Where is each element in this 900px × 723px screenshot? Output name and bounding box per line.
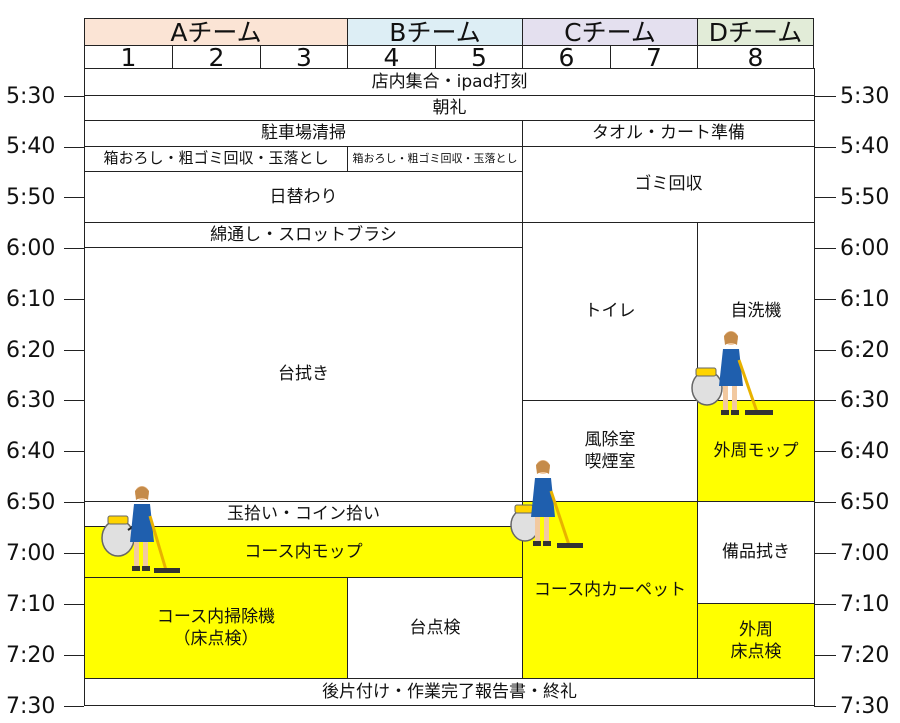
time-tick-left — [64, 451, 84, 452]
team-header-b: Bチーム — [347, 18, 523, 46]
time-tick-right — [814, 350, 836, 351]
task-towel-cart: タオル・カート準備 — [522, 120, 815, 147]
time-tick-right — [814, 553, 836, 554]
team-header-a: Aチーム — [84, 18, 348, 46]
time-tick-right — [814, 655, 836, 656]
time-label-right: 7:10 — [840, 592, 890, 617]
task-outer-mop: 外周モップ — [697, 400, 815, 502]
time-tick-right — [814, 96, 836, 97]
time-label-right: 7:00 — [840, 541, 890, 566]
time-tick-right — [814, 299, 836, 300]
time-tick-left — [64, 553, 84, 554]
task-table-wipe: 台拭き — [84, 247, 523, 502]
task-garbage: ゴミ回収 — [522, 146, 815, 223]
time-label-left: 5:30 — [6, 84, 56, 109]
time-label-right: 5:30 — [840, 84, 890, 109]
task-outer-floor-line2: 床点検 — [730, 642, 782, 662]
time-label-right: 5:40 — [840, 134, 890, 159]
time-tick-right — [814, 502, 836, 503]
task-course-cleaner-line2: （床点検） — [173, 629, 259, 649]
time-tick-left — [64, 604, 84, 605]
column-8: 8 — [697, 45, 814, 70]
team-c-label: Cチーム — [564, 17, 656, 47]
team-d-label: Dチーム — [708, 17, 803, 47]
team-header-d: Dチーム — [697, 18, 814, 46]
column-6: 6 — [522, 45, 611, 70]
time-tick-left — [64, 400, 84, 401]
task-wind-room-line1: 風除室 — [584, 429, 636, 450]
column-2: 2 — [172, 45, 261, 70]
time-tick-right — [814, 400, 836, 401]
time-label-left: 7:10 — [6, 592, 56, 617]
cleaner-illustration-icon — [101, 486, 180, 573]
task-toilet: トイレ — [522, 222, 698, 401]
task-table-check: 台点検 — [347, 577, 523, 679]
time-tick-right — [814, 248, 836, 249]
time-label-left: 6:40 — [6, 439, 56, 464]
task-self-wash: 自洗機 — [697, 222, 815, 401]
column-4: 4 — [347, 45, 436, 70]
time-label-right: 7:20 — [840, 643, 890, 668]
time-tick-right — [814, 706, 836, 707]
time-label-right: 5:50 — [840, 185, 890, 210]
task-cleanup: 後片付け・作業完了報告書・終礼 — [84, 678, 815, 706]
time-tick-right — [814, 604, 836, 605]
task-ball-coin: 玉拾い・コイン拾い — [84, 501, 523, 527]
task-wind-room-line2: 喫煙室 — [584, 452, 636, 472]
time-label-left: 7:30 — [6, 694, 56, 719]
time-label-left: 5:50 — [6, 185, 56, 210]
task-course-cleaner: コース内掃除機 （床点検） — [84, 577, 348, 679]
time-tick-left — [64, 350, 84, 351]
time-tick-left — [64, 299, 84, 300]
time-tick-left — [64, 655, 84, 656]
task-unboxing-left: 箱おろし・粗ゴミ回収・玉落とし — [84, 146, 348, 172]
time-label-left: 6:10 — [6, 287, 56, 312]
time-label-right: 6:10 — [840, 287, 890, 312]
time-label-left: 7:20 — [6, 643, 56, 668]
column-5: 5 — [435, 45, 523, 70]
task-course-cleaner-line1: コース内掃除機 — [156, 606, 276, 627]
task-morning-meeting: 朝礼 — [84, 95, 815, 121]
time-label-left: 6:50 — [6, 490, 56, 515]
time-label-right: 6:00 — [840, 236, 890, 261]
task-cotton-slot: 綿通し・スロットブラシ — [84, 222, 523, 248]
time-label-left: 6:20 — [6, 338, 56, 363]
time-tick-right — [814, 147, 836, 148]
cleaner-illustration-icon — [691, 331, 773, 415]
task-course-carpet: コース内カーペット — [522, 501, 698, 679]
column-3: 3 — [260, 45, 348, 70]
time-tick-left — [64, 197, 84, 198]
time-tick-right — [814, 197, 836, 198]
time-label-right: 6:50 — [840, 490, 890, 515]
time-tick-left — [64, 147, 84, 148]
team-b-label: Bチーム — [389, 17, 481, 47]
team-a-label: Aチーム — [170, 17, 262, 47]
task-outer-floor: 外周 床点検 — [697, 603, 815, 679]
time-label-left: 5:40 — [6, 134, 56, 159]
task-unboxing-right: 箱おろし・粗ゴミ回収・玉落とし — [347, 146, 523, 172]
time-tick-left — [64, 96, 84, 97]
cleaner-illustration-icon — [510, 460, 583, 548]
task-daily-change: 日替わり — [84, 171, 523, 223]
time-label-right: 7:30 — [840, 694, 890, 719]
task-gathering: 店内集合・ipad打刻 — [84, 68, 815, 96]
time-tick-left — [64, 248, 84, 249]
column-7: 7 — [610, 45, 698, 70]
time-label-left: 6:00 — [6, 236, 56, 261]
task-supplies-wipe: 備品拭き — [697, 501, 815, 604]
column-1: 1 — [84, 45, 173, 70]
task-parking-cleaning: 駐車場清掃 — [84, 120, 523, 147]
time-tick-left — [64, 706, 84, 707]
time-label-right: 6:30 — [840, 388, 890, 413]
time-tick-right — [814, 451, 836, 452]
task-outer-floor-line1: 外周 — [739, 619, 773, 640]
time-label-right: 6:20 — [840, 338, 890, 363]
time-tick-left — [64, 502, 84, 503]
time-label-right: 6:40 — [840, 439, 890, 464]
team-header-c: Cチーム — [522, 18, 698, 46]
time-label-left: 7:00 — [6, 541, 56, 566]
time-label-left: 6:30 — [6, 388, 56, 413]
